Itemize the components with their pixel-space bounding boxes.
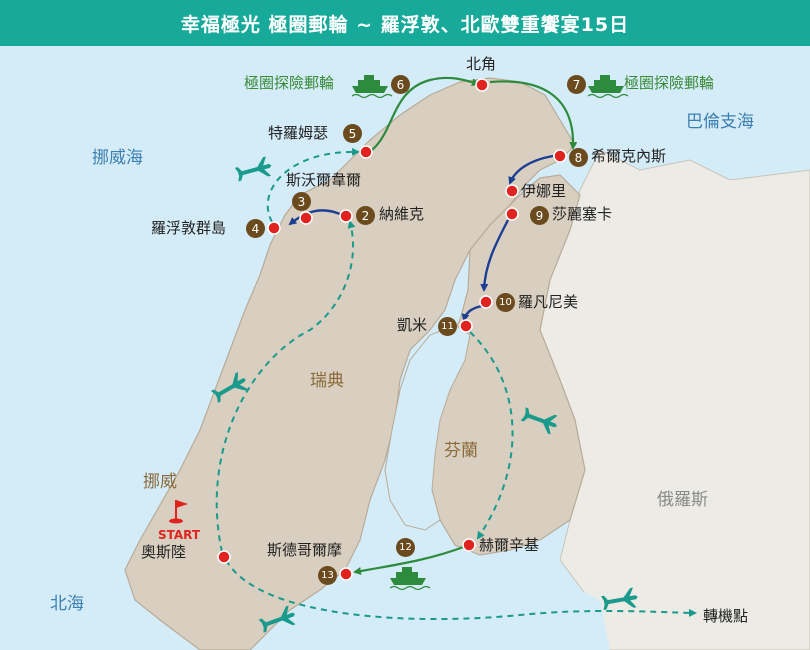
city-label-oslo: 奧斯陸 [141,543,187,561]
city-label-tromso: 特羅姆瑟 [268,124,329,142]
city-label-narvik: 納維克 [379,205,425,223]
route-narvik-lofoten [288,209,341,226]
city-label-helsinki: 赫爾辛基 [479,536,540,554]
pin-inari [505,184,519,198]
stop-number-badge: 9 [530,206,549,225]
city-label-inari: 伊娜里 [521,182,567,200]
stop-number-badge: 7 [567,75,586,94]
airplane-icon [258,605,296,633]
route-saariselka-rovaniemi [480,219,510,292]
pin-oslo [217,550,231,564]
stop-number-badge: 2 [356,206,375,225]
sea-label-barents: 巴倫支海 [686,112,754,132]
country-label-sweden: 瑞典 [310,371,344,391]
stop-number-badge: 4 [246,219,265,238]
pin-svolvaer [299,211,313,225]
country-label-finland: 芬蘭 [444,441,478,461]
stop-number-badge: 3 [292,192,311,211]
page-title: 幸福極光 極圈郵輪 ~ 羅浮敦、北歐雙重饗宴15日 [0,0,810,46]
pin-lofoten [267,221,281,235]
city-label-north-cape: 北角 [466,55,497,73]
start-label: START [158,528,201,542]
route-cruise-northcape-kirkenes [489,80,578,150]
route-kirkenes-inari [508,154,554,185]
stop-number-badge: 6 [391,75,410,94]
stop-number-badge: 11 [438,317,457,336]
cruise-label-right: 極圈探險郵輪 [624,74,715,92]
city-label-lofoten: 羅浮敦群島 [151,219,227,237]
cruise-ship-icon [587,75,629,99]
flight-oslo-narvik [215,220,356,553]
stop-number-badge: 8 [569,148,588,167]
city-label-saariselka: 莎麗塞卡 [552,205,613,223]
gulf-of-bothnia [384,324,471,531]
stop-number-badge: 12 [396,538,415,557]
cruise-label-left: 極圈探險郵輪 [244,74,335,92]
route-cruise-tromso-northcape [371,76,480,151]
airplane-icon [234,156,272,182]
flight-kemi-helsinki [469,331,514,540]
country-label-russia: 俄羅斯 [657,490,708,510]
pin-helsinki [462,538,476,552]
cruise-ship-icon [351,75,393,99]
city-label-svolvaer: 斯沃爾韋爾 [286,171,362,189]
route-cruise-helsinki-stockholm [353,544,467,575]
airplane-icon [601,587,638,611]
stop-number-badge: 5 [343,124,362,143]
city-label-rovaniemi: 羅凡尼美 [518,293,579,311]
airplane-icon [520,407,558,435]
stop-number-badge: 13 [318,566,337,585]
baltic-sea [300,555,610,650]
pin-narvik [339,209,353,223]
pin-rovaniemi [479,295,493,309]
flight-oslo-transit [225,559,697,621]
start-flag-icon [169,500,188,524]
sea-label-norwegian: 挪威海 [92,148,143,168]
airplane-icon [210,371,248,404]
city-pins [217,78,567,581]
pin-north-cape [475,78,489,92]
country-label-norway: 挪威 [143,472,177,492]
route-rovaniemi-kemi [461,304,483,322]
stop-number-badge: 10 [496,293,515,312]
cruise-ship-icon [389,567,431,591]
city-label-kirkenes: 希爾克內斯 [591,147,667,165]
pin-saariselka [505,207,519,221]
pin-tromso [359,145,373,159]
russia-land [539,149,810,650]
city-label-kemi: 凱米 [397,316,428,334]
pin-stockholm [339,567,353,581]
sea-label-north: 北海 [50,594,84,614]
flight-lofoten-tromso [266,147,360,223]
transit-point-label: 轉機點 [703,607,749,625]
city-label-stockholm: 斯德哥爾摩 [267,541,343,559]
pin-kemi [459,319,473,333]
pin-kirkenes [553,149,567,163]
